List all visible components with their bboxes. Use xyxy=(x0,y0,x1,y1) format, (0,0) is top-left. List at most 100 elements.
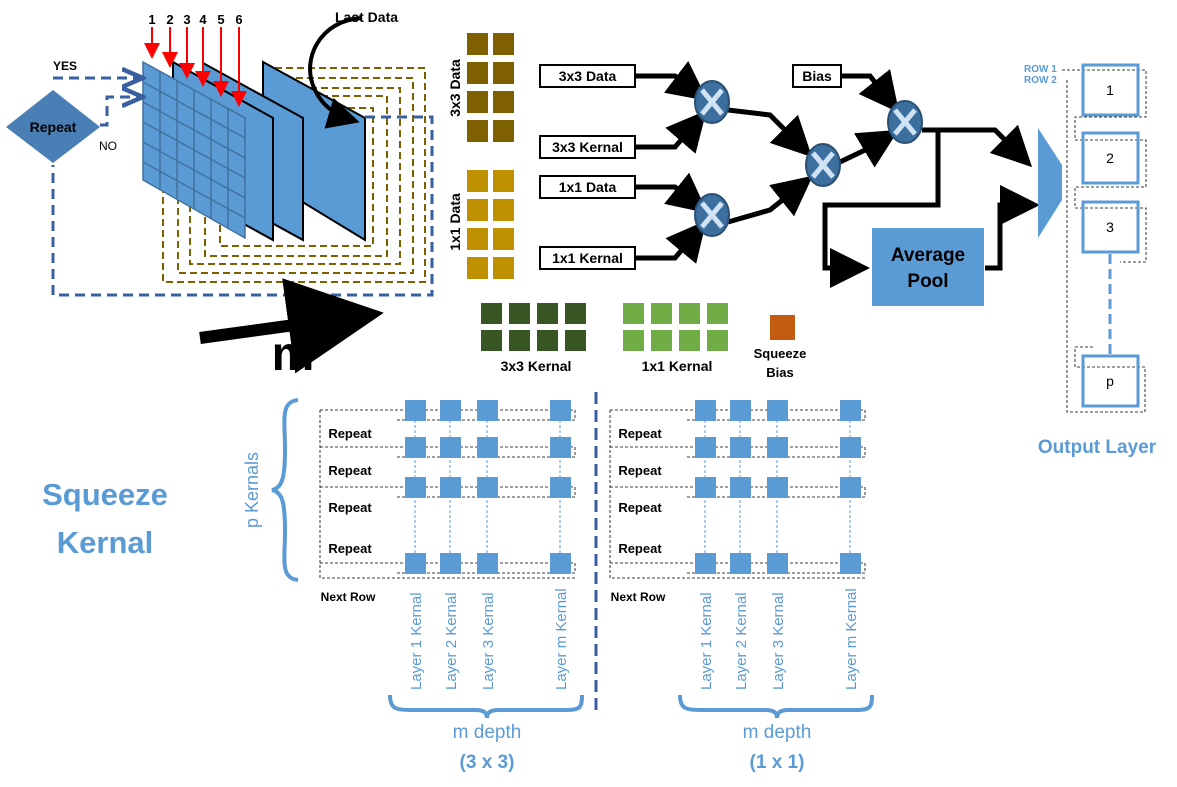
data-3x3-cell xyxy=(493,91,514,113)
channel-number: 1 xyxy=(148,12,155,27)
grid-line xyxy=(142,81,246,139)
squeeze-kernal-title-line2: Kernal xyxy=(57,525,153,560)
kernal-cell xyxy=(440,400,461,421)
kernal-cell xyxy=(767,553,788,574)
output-cell xyxy=(1081,354,1140,408)
repeat-label: Repeat xyxy=(618,426,662,441)
channel-number: 2 xyxy=(166,12,173,27)
kernal-cell xyxy=(840,553,861,574)
multiplier-icon xyxy=(805,143,841,187)
data-1x1-cell xyxy=(493,257,514,279)
last-data-arrow xyxy=(308,16,363,129)
pipeline-box-box-3x3-kernal xyxy=(539,135,636,159)
output-cell-label: 2 xyxy=(1106,150,1114,166)
yes-label: YES xyxy=(53,59,77,73)
layer-kernal-label: Layer 2 Kernal xyxy=(733,592,750,690)
data-3x3-cell xyxy=(493,62,514,84)
data-3x3-cell xyxy=(467,33,488,55)
next-row-label: Next Row xyxy=(611,590,666,604)
kernal-cell xyxy=(550,477,571,498)
channel-number: 4 xyxy=(199,12,207,27)
kernal-cell xyxy=(477,553,498,574)
m-depth-brace xyxy=(678,694,874,719)
repeat-decision-label: Repeat xyxy=(30,119,77,135)
m-depth-brace xyxy=(388,694,584,719)
pipeline-box-label: Bias xyxy=(802,68,832,84)
channel-number: 6 xyxy=(235,12,242,27)
kernal-1x1-cell xyxy=(651,330,672,351)
repeat-loop xyxy=(51,78,434,297)
data-1x1-cell xyxy=(467,199,488,221)
scan-path xyxy=(319,409,576,579)
kernal-cell xyxy=(730,553,751,574)
grid-line xyxy=(142,121,246,179)
output-cell-label: p xyxy=(1106,373,1114,389)
output-cell-label: 1 xyxy=(1106,82,1114,98)
output-cell xyxy=(1081,131,1140,185)
kernal-1x1-cell xyxy=(623,303,644,324)
row1-label: ROW 1 xyxy=(1024,64,1057,75)
kernal-3x3-cell xyxy=(509,330,530,351)
kernal-cell xyxy=(840,400,861,421)
last-data-label: Last Data xyxy=(335,9,398,25)
layer-kernal-label: Layer m Kernal xyxy=(553,588,570,690)
grid-line xyxy=(142,101,246,159)
multiplier-icon xyxy=(694,193,730,237)
kernal-1x1-cell xyxy=(679,330,700,351)
kernal-3x3-cell xyxy=(565,330,586,351)
kernal-cell xyxy=(767,400,788,421)
layer-kernal-label: Layer 3 Kernal xyxy=(770,592,787,690)
average-pool-label-line2: Pool xyxy=(907,271,948,292)
kernal-cell xyxy=(405,477,426,498)
kernal-size-label: (3 x 3) xyxy=(460,752,515,773)
average-pool-block xyxy=(872,228,984,306)
repeat-label: Repeat xyxy=(618,541,662,556)
layer-kernal-label: Layer 1 Kernal xyxy=(408,592,425,690)
data-1x1-cell xyxy=(467,228,488,250)
repeat-label: Repeat xyxy=(328,426,372,441)
kernal-1x1-cell xyxy=(679,303,700,324)
p-kernals-label: p Kernals xyxy=(242,452,262,528)
kernal-cell xyxy=(550,553,571,574)
m-depth-label: m depth xyxy=(743,722,812,743)
squeeze-bias-swatch xyxy=(770,315,795,340)
kernal-cell xyxy=(695,477,716,498)
data-1x1-cell xyxy=(467,170,488,192)
legend-squeeze-bias-line2: Bias xyxy=(766,365,793,380)
multiplier-icon xyxy=(887,100,923,144)
pipeline xyxy=(636,60,1040,288)
kernal-size-label: (1 x 1) xyxy=(750,752,805,773)
kernal-cell xyxy=(767,437,788,458)
no-label: NO xyxy=(99,139,117,153)
layer-kernal-label: Layer 3 Kernal xyxy=(480,592,497,690)
data-3x3-cell xyxy=(493,33,514,55)
kernal-3x3-cell xyxy=(509,303,530,324)
grid-line xyxy=(142,141,246,199)
legend-squeeze-bias-line1: Squeeze xyxy=(754,346,807,361)
depth-m-label: m xyxy=(272,328,315,381)
data-3x3-cell xyxy=(493,120,514,142)
legend-3x3-kernal: 3x3 Kernal xyxy=(501,358,572,374)
pipeline-box-box-1x1-kernal xyxy=(539,246,636,270)
kernal-cell xyxy=(440,553,461,574)
data-1x1-cell xyxy=(493,199,514,221)
output-funnel xyxy=(1038,128,1062,238)
p-kernals-brace xyxy=(271,398,299,582)
data-3x3-stack-label: 3x3 Data xyxy=(447,59,463,117)
kernal-cell xyxy=(730,437,751,458)
data-1x1-cell xyxy=(493,228,514,250)
kernal-cell xyxy=(695,553,716,574)
pipeline-box-box-1x1-data xyxy=(539,175,636,199)
kernal-cell xyxy=(550,437,571,458)
pipeline-box-label: 1x1 Data xyxy=(559,179,617,195)
output-layer-title: Output Layer xyxy=(1038,437,1157,458)
kernal-cell xyxy=(440,477,461,498)
kernal-3x3-cell xyxy=(481,303,502,324)
data-1x1-cell xyxy=(467,257,488,279)
kernal-3x3-cell xyxy=(537,330,558,351)
data-1x1-cell xyxy=(493,170,514,192)
repeat-label: Repeat xyxy=(328,541,372,556)
